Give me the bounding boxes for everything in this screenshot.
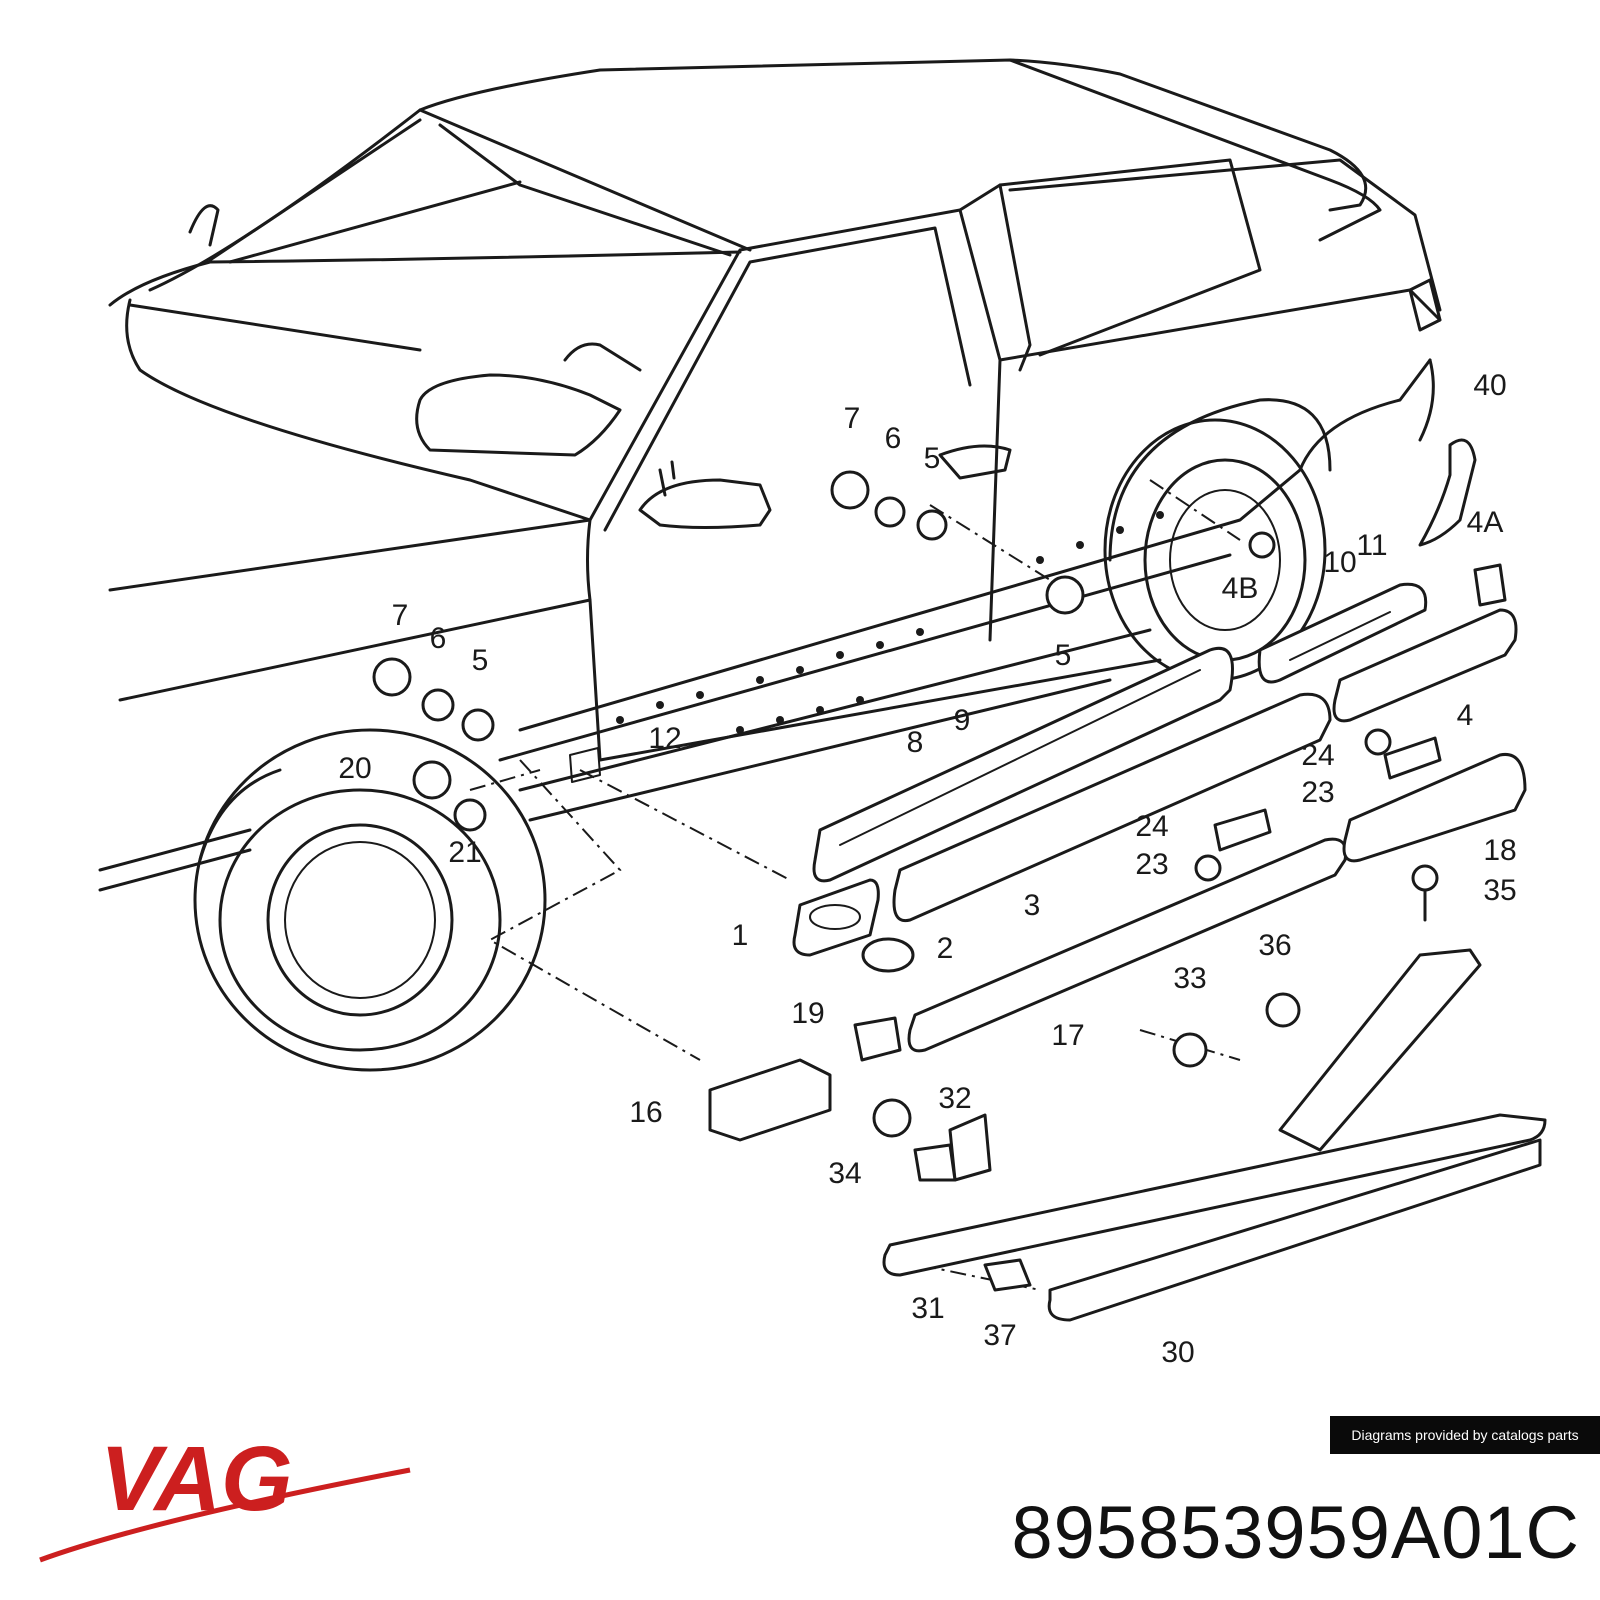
callout-label: 19	[791, 997, 824, 1030]
washer-5-lower	[461, 708, 495, 742]
nut-7-lower	[372, 657, 412, 697]
callout-label: 16	[629, 1096, 662, 1129]
nut-20	[412, 760, 452, 800]
clip-4b	[1248, 531, 1276, 559]
washer-5-upper	[916, 509, 948, 541]
callout-label: 4A	[1467, 506, 1504, 539]
callout-label: 7	[844, 402, 861, 435]
callout-label: 12	[648, 722, 681, 755]
washer-6-upper	[874, 496, 906, 528]
callout-label: 31	[911, 1292, 944, 1325]
callout-label: 3	[1024, 889, 1041, 922]
rivet-24-upper	[1364, 728, 1392, 756]
washer-5-door	[1045, 575, 1085, 615]
clip-36	[1265, 992, 1301, 1028]
callout-label: 40	[1473, 369, 1506, 402]
callout-label: 2	[937, 932, 954, 965]
callout-label: 10	[1323, 546, 1356, 579]
callout-label: 21	[448, 836, 481, 869]
callout-label: 5	[1055, 639, 1072, 672]
rivet-24-lower	[1194, 854, 1222, 882]
callout-label: 32	[938, 1082, 971, 1115]
grommet-33	[1172, 1032, 1208, 1068]
callout-label: 1	[732, 919, 749, 952]
callout-label: 24	[1301, 739, 1334, 772]
logo-text: VAG	[100, 1440, 293, 1530]
part-strips	[708, 438, 1547, 1322]
callout-label: 6	[430, 622, 447, 655]
hole-dots	[616, 511, 1164, 734]
callout-label: 5	[924, 442, 941, 475]
vag-logo: VAG	[39, 1440, 411, 1563]
callout-label: 35	[1483, 874, 1516, 907]
screw-35	[1411, 864, 1439, 892]
callout-label: 33	[1173, 962, 1206, 995]
plate-12	[569, 747, 601, 783]
nut-7-upper	[830, 470, 870, 510]
callout-label: 7	[392, 599, 409, 632]
callout-label: 18	[1483, 834, 1516, 867]
callout-label: 23	[1301, 776, 1334, 809]
callout-label: 11	[1356, 529, 1387, 562]
logo-swoosh	[39, 1467, 411, 1563]
part-number: 895853959A01C	[1011, 1491, 1580, 1574]
dashed-guide-lines	[469, 479, 1241, 1291]
washer-21	[453, 798, 487, 832]
callout-label: 8	[907, 726, 924, 759]
callout-label: 6	[885, 422, 902, 455]
callout-label: 36	[1258, 929, 1291, 962]
grommet-32	[872, 1098, 912, 1138]
callout-label: 9	[954, 704, 971, 737]
callout-label: 4	[1457, 699, 1474, 732]
callout-label: 24	[1135, 810, 1168, 843]
callout-label: 17	[1051, 1019, 1084, 1052]
callout-label: 5	[472, 644, 489, 677]
credit-banner: Diagrams provided by catalogs parts	[1330, 1416, 1600, 1454]
callout-label: 4B	[1222, 572, 1259, 605]
callout-label: 34	[828, 1157, 861, 1190]
callout-label: 23	[1135, 848, 1168, 881]
callout-label: 37	[983, 1319, 1016, 1352]
washer-6-lower	[421, 688, 455, 722]
rear-wheel	[1103, 398, 1332, 682]
front-wheel	[193, 728, 547, 1072]
callout-label: 20	[338, 752, 371, 785]
fasteners	[372, 470, 1439, 1138]
car-body-outline	[98, 58, 1442, 892]
callout-label: 30	[1161, 1336, 1194, 1369]
